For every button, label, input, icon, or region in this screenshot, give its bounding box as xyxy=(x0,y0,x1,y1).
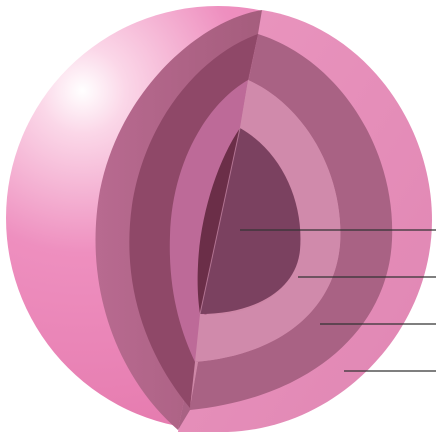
cutaway-sphere-diagram xyxy=(0,0,436,437)
